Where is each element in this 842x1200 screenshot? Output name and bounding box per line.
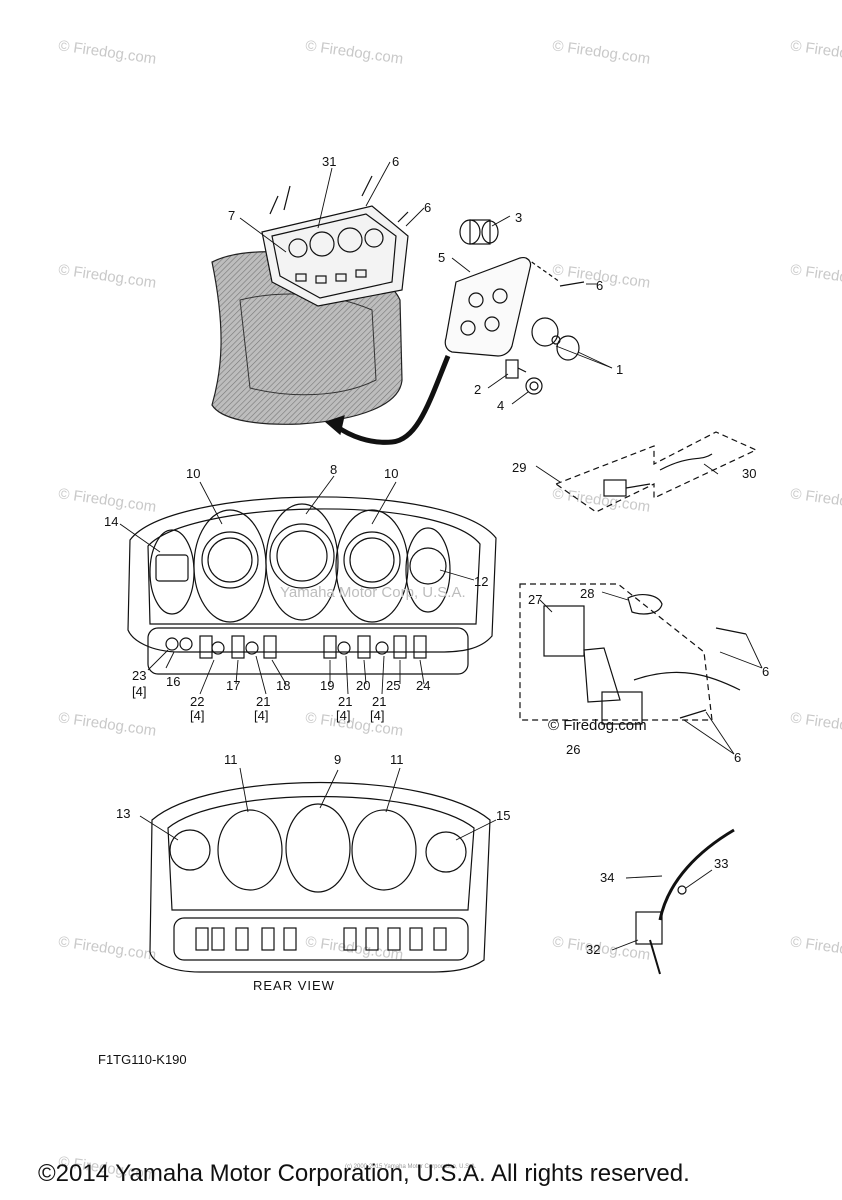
switch-parts-1-illustration <box>531 317 580 361</box>
dash-panel-top-illustration <box>261 175 409 307</box>
screw-part-6-illustration <box>559 281 585 287</box>
part-code: F1TG110-K190 <box>98 1052 187 1067</box>
callout-10: 10 <box>384 466 398 481</box>
callout-27: 27 <box>528 592 542 607</box>
callout-9: 9 <box>334 752 341 767</box>
gauge-panel-rear-illustration <box>149 781 491 973</box>
callout-28: 28 <box>580 586 594 601</box>
assembly-arrowhead <box>324 415 345 436</box>
quantity-note: [4] <box>370 708 384 723</box>
callout-8: 8 <box>330 462 337 477</box>
callout-32: 32 <box>586 942 600 957</box>
center-watermark: Yamaha Motor Corp, U.S.A. <box>280 584 466 601</box>
leader-lines <box>119 161 763 951</box>
knob-part-4-illustration <box>525 377 543 395</box>
callout-6: 6 <box>424 200 431 215</box>
callout-6: 6 <box>392 154 399 169</box>
callout-34: 34 <box>600 870 614 885</box>
callout-25: 25 <box>386 678 400 693</box>
callout-13: 13 <box>116 806 130 821</box>
callout-7: 7 <box>228 208 235 223</box>
callout-33: 33 <box>714 856 728 871</box>
quantity-note: [4] <box>254 708 268 723</box>
callout-4: 4 <box>497 398 504 413</box>
callout-24: 24 <box>416 678 430 693</box>
callout-6: 6 <box>596 278 603 293</box>
callout-14: 14 <box>104 514 118 529</box>
callout-21: 21 <box>372 694 386 709</box>
callout-23: 23 <box>132 668 146 683</box>
callout-21: 21 <box>256 694 270 709</box>
quantity-note: [4] <box>190 708 204 723</box>
callout-3: 3 <box>515 210 522 225</box>
callout-12: 12 <box>474 574 488 589</box>
quantity-note: [4] <box>132 684 146 699</box>
screw-part-33-illustration <box>677 885 687 895</box>
quantity-note: [4] <box>336 708 350 723</box>
callout-labels: 1 2 3 4 5 6 6 6 6 6 7 8 9 10 10 11 11 12… <box>104 154 769 957</box>
part-2-illustration <box>505 359 527 379</box>
copyright-footer: ©2014 Yamaha Motor Corporation, U.S.A. A… <box>38 1160 690 1187</box>
callout-6: 6 <box>762 664 769 679</box>
assembly-arrow <box>334 355 451 445</box>
callout-1: 1 <box>616 362 623 377</box>
bracket-assembly-illustration <box>519 583 747 725</box>
mounting-plate-illustration <box>444 257 532 357</box>
callout-18: 18 <box>276 678 290 693</box>
callout-16: 16 <box>166 674 180 689</box>
callout-22: 22 <box>190 694 204 709</box>
inline-watermark: © Firedog.com <box>548 717 647 734</box>
callout-21: 21 <box>338 694 352 709</box>
dashed-guide <box>525 257 561 283</box>
tiny-copyright-note: (c) 2000-2015 Yamaha Motor Corporation, … <box>345 1164 477 1170</box>
cable-part-34-illustration <box>658 828 735 921</box>
harness-group-illustration <box>554 431 758 513</box>
callout-2: 2 <box>474 382 481 397</box>
callout-10: 10 <box>186 466 200 481</box>
callout-26: 26 <box>566 742 580 757</box>
callout-11: 11 <box>224 752 238 767</box>
callout-31: 31 <box>322 154 336 169</box>
callout-11: 11 <box>390 752 404 767</box>
callout-5: 5 <box>438 250 445 265</box>
callout-6: 6 <box>734 750 741 765</box>
socket-part-3-illustration <box>459 219 499 245</box>
callout-30: 30 <box>742 466 756 481</box>
callout-20: 20 <box>356 678 370 693</box>
callout-19: 19 <box>320 678 334 693</box>
rear-view-label: REAR VIEW <box>253 978 335 993</box>
callout-29: 29 <box>512 460 526 475</box>
gauge-panel-front-illustration <box>127 496 497 675</box>
clip-part-32-illustration <box>635 911 663 975</box>
callout-17: 17 <box>226 678 240 693</box>
callout-15: 15 <box>496 808 510 823</box>
